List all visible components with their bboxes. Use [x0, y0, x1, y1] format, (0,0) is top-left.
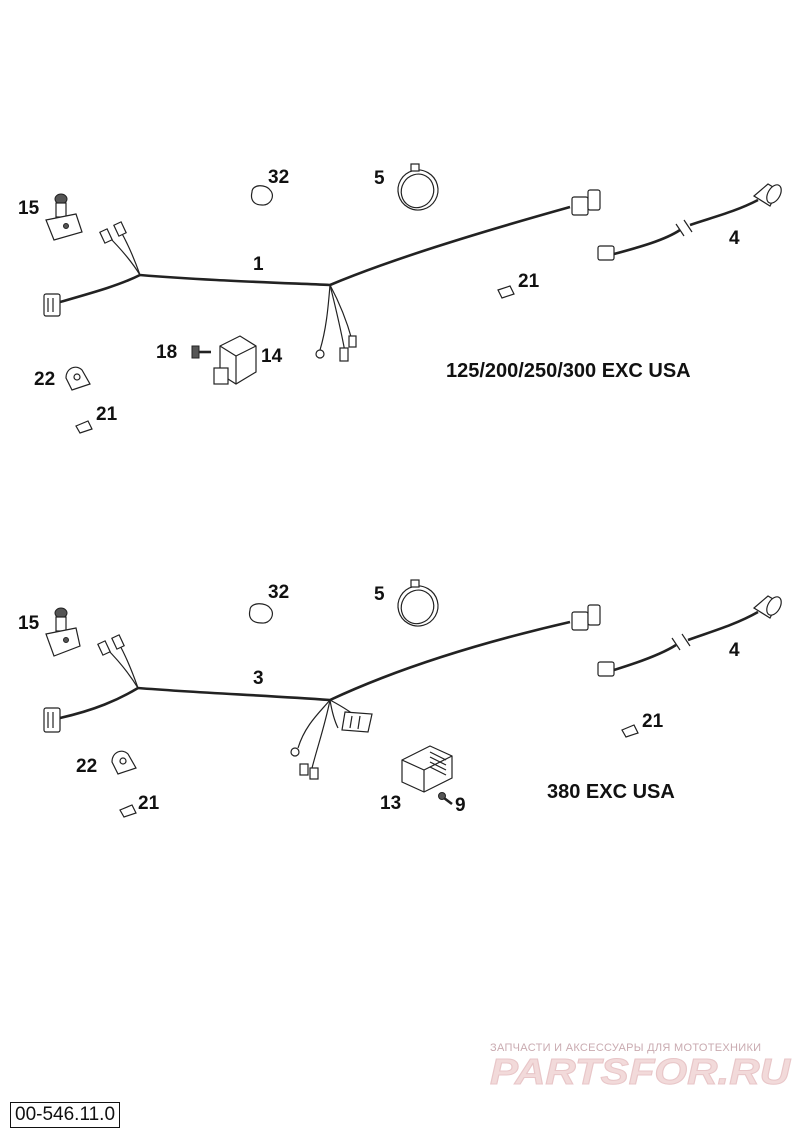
wiring-harness-3 — [43, 604, 601, 780]
cable-tie-5 — [397, 579, 439, 627]
relay-14 — [213, 335, 257, 385]
bracket-22 — [111, 750, 137, 775]
watermark-tagline: ЗАПЧАСТИ И АКСЕССУАРЫ ДЛЯ МОТОТЕХНИКИ — [490, 1042, 761, 1054]
callout-9: 9 — [455, 795, 466, 816]
drawing-reference-number: 00-546.11.0 — [10, 1102, 121, 1128]
clip-21 — [119, 724, 639, 818]
callout-13: 13 — [380, 793, 401, 814]
callout-5: 5 — [374, 168, 385, 189]
switch-15 — [45, 193, 83, 241]
callout-4: 4 — [729, 228, 740, 249]
callout-22: 22 — [76, 756, 97, 777]
model-label: 380 EXC USA — [547, 781, 675, 803]
watermark: ЗАПЧАСТИ И АКСЕССУАРЫ ДЛЯ МОТОТЕХНИКИ PA… — [490, 1042, 792, 1093]
grommet-32 — [248, 603, 274, 624]
callout-3: 3 — [253, 668, 264, 689]
upper-section: 1 4 5 14 15 18 21 21 22 32 125/200/250/3… — [18, 163, 782, 434]
cable-tie-5 — [397, 163, 439, 211]
clip-21 — [75, 285, 515, 434]
model-label: 125/200/250/300 EXC USA — [446, 360, 691, 382]
callout-5: 5 — [374, 584, 385, 605]
switch-15 — [45, 607, 81, 657]
callout-32: 32 — [268, 582, 289, 603]
lower-section: 3 4 5 9 13 15 21 21 22 32 380 EXC USA — [18, 579, 782, 818]
callout-22: 22 — [34, 369, 55, 390]
screw-9 — [438, 792, 453, 806]
callout-21: 21 — [138, 793, 160, 814]
callout-18: 18 — [156, 342, 177, 363]
callout-32: 32 — [268, 167, 289, 188]
grommet-32 — [250, 185, 274, 206]
cable-4 — [597, 595, 782, 677]
bracket-22 — [65, 366, 91, 391]
callout-21: 21 — [518, 271, 540, 292]
callout-15: 15 — [18, 198, 40, 219]
callout-21: 21 — [642, 711, 664, 732]
callout-4: 4 — [729, 640, 740, 661]
callout-1: 1 — [253, 254, 264, 275]
bolt-18 — [191, 345, 211, 359]
cable-4 — [597, 183, 782, 261]
watermark-logo: PARTSFOR.RU — [490, 1051, 791, 1092]
wiring-harness-1 — [43, 189, 601, 362]
callout-14: 14 — [261, 346, 283, 367]
callout-21: 21 — [96, 404, 118, 425]
callout-15: 15 — [18, 613, 40, 634]
regulator-13 — [401, 745, 453, 793]
